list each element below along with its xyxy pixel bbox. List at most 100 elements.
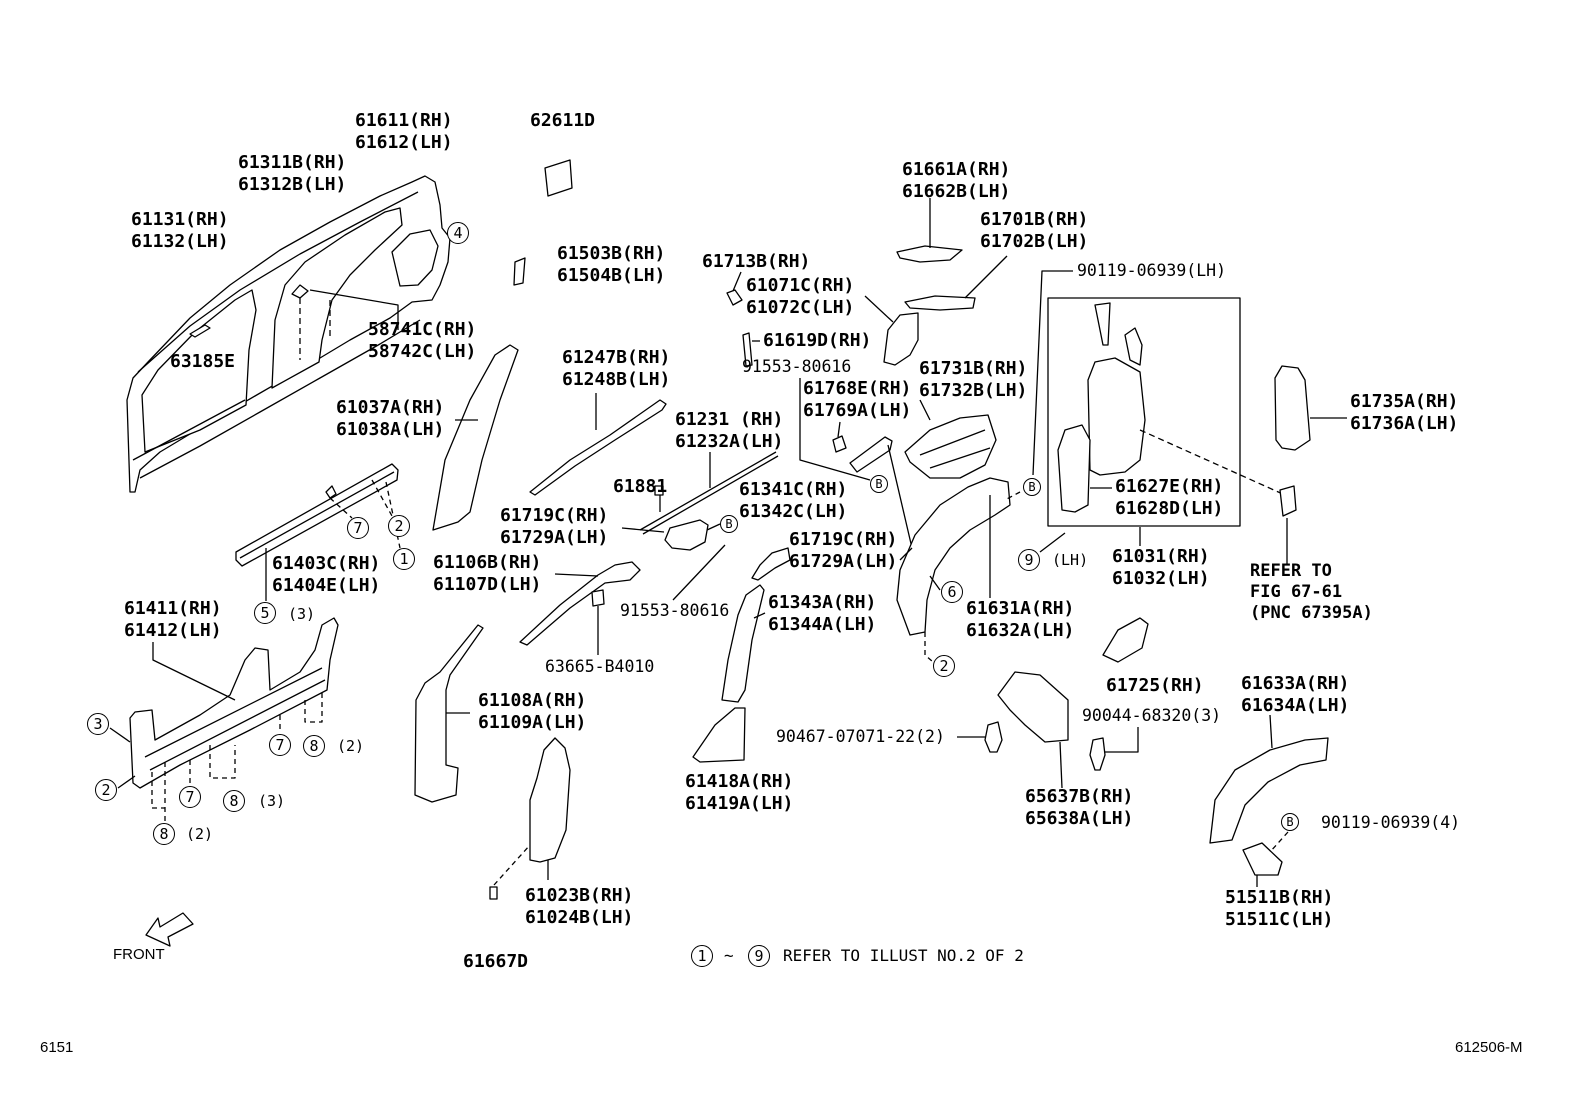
note-text: REFER TO ILLUST NO.2 OF 2 [783,946,1024,965]
part-number: 61631A(RH) [966,598,1075,619]
callout-58741c: 58741C(RH)58742C(LH) [368,319,476,362]
callout-61108a: 61108A(RH)61109A(LH) [478,690,586,733]
part-number: 61247B(RH) [562,347,671,368]
part-refer-bracket [1279,485,1297,517]
part-61031-panel [1087,357,1146,476]
part-61037a-pillar [432,344,519,531]
part-61411-rocker [109,617,339,822]
part-number: 90467-07071-22(2) [776,727,945,746]
callout-61503b: 61503B(RH)61504B(LH) [557,243,665,286]
part-65637b-liner [997,671,1069,743]
callout-61037a: 61037A(RH)61038A(LH) [336,397,444,440]
callout-61247b: 61247B(RH)61248B(LH) [562,347,670,390]
part-61661a-panel [896,245,963,263]
reference-text: (PNC 67395A) [1250,603,1373,623]
part-61725-pad [1102,617,1149,663]
part-number: 61702B(LH) [980,230,1089,252]
group-box [1047,297,1241,527]
reference-marker: 7 [179,786,201,808]
reference-marker: 6 [941,581,963,603]
part-number: 51511C(LH) [1225,908,1334,930]
callout-61731b: 61731B(RH)61732B(LH) [919,358,1027,401]
part-number: 61344A(LH) [768,613,877,635]
reference-marker: 5 [254,602,276,624]
reference-marker: 3 [87,713,109,735]
illustration-code: 612506-M [1455,1039,1523,1056]
callout-61023b: 61023B(RH)61024B(LH) [525,885,633,928]
part-number: 61031(RH) [1112,546,1210,567]
callout-61719c-right: 61719C(RH)61729A(LH) [789,529,897,572]
part-61768e-bracket [832,435,847,453]
reference-marker: 9 [1018,549,1040,571]
part-number: 61612(LH) [355,131,453,153]
quantity-label: (3) [288,605,316,623]
part-number: 61729A(LH) [500,526,609,548]
part-number: 61619D(RH) [763,330,872,351]
part-number: 61403C(RH) [272,553,381,574]
note-tilde: ~ [724,946,734,965]
callout-quarter-panel: 61611(RH)61612(LH) [355,110,453,153]
callout-61403c: 61403C(RH)61404E(LH) [272,553,380,596]
reference-marker: 4 [447,222,469,244]
part-61503b-bracket [513,257,526,286]
part-number: 51511B(RH) [1225,887,1334,908]
part-number: 61732B(LH) [919,379,1028,401]
reference-marker: 1 [393,548,415,570]
part-number: 61404E(LH) [272,574,381,596]
part-number: 58741C(RH) [368,319,477,340]
part-number: 61343A(RH) [768,592,877,613]
part-number: 61634A(LH) [1241,694,1350,716]
part-number: 61735A(RH) [1350,391,1459,412]
callout-91553-lower: 91553-80616 [620,601,729,621]
callout-90467: 90467-07071-22(2) [776,727,945,747]
part-number: 61072C(LH) [746,296,855,318]
callout-62611d: 62611D [530,110,595,132]
part-number: 61667D [463,951,529,972]
part-63665-pad [591,589,605,607]
reference-marker: 8 [153,823,175,845]
part-rod [1094,302,1111,346]
front-arrow-icon [145,912,194,947]
part-61418a-panel [692,707,746,763]
part-number: 61038A(LH) [336,418,445,440]
reference-marker: 7 [347,517,369,539]
part-61713b-bracket [726,289,743,306]
callout-61341c: 61341C(RH)61342C(LH) [739,479,847,522]
callout-61631a: 61631A(RH)61632A(LH) [966,598,1074,641]
part-number: 61106B(RH) [433,552,542,573]
part-61341c-gusset [751,547,791,581]
part-number: 61412(LH) [124,619,222,641]
part-number: 61611(RH) [355,110,453,131]
page-code: 6151 [40,1039,74,1056]
part-61701b-panel [904,295,976,311]
part-number: 61768E(RH) [803,378,912,399]
callout-51511b: 51511B(RH)51511C(LH) [1225,887,1333,930]
part-number: 61109A(LH) [478,711,587,733]
callout-65637b: 65637B(RH)65638A(LH) [1025,786,1133,829]
callout-61725: 61725(RH) [1106,675,1204,697]
part-number: 61341C(RH) [739,479,848,500]
part-number: 90119-06939(LH) [1077,261,1227,280]
reference-marker: 7 [269,734,291,756]
callout-61106b: 61106B(RH)61107D(LH) [433,552,541,595]
callout-61031: 61031(RH)61032(LH) [1112,546,1210,589]
note-marker-start: 1 [691,945,713,967]
part-number: 61131(RH) [131,209,229,230]
part-number: 90044-68320(3) [1082,706,1222,725]
part-61071c-extension [883,312,919,366]
reference-marker: B [870,475,888,493]
reference-marker: 2 [95,779,117,801]
part-51511b-bracket [1242,842,1283,876]
part-number: 58742C(LH) [368,340,477,362]
part-number: 61661A(RH) [902,159,1011,180]
part-number: 61248B(LH) [562,368,671,390]
part-number: 61108A(RH) [478,690,587,711]
callout-91553-upper: 91553-80616 [742,357,851,377]
part-61343a-pillar [721,584,765,703]
part-number: 61342C(LH) [739,500,848,522]
part-number: 61725(RH) [1106,675,1204,696]
part-61108a-pillar [414,624,484,803]
part-number: 61411(RH) [124,598,222,619]
